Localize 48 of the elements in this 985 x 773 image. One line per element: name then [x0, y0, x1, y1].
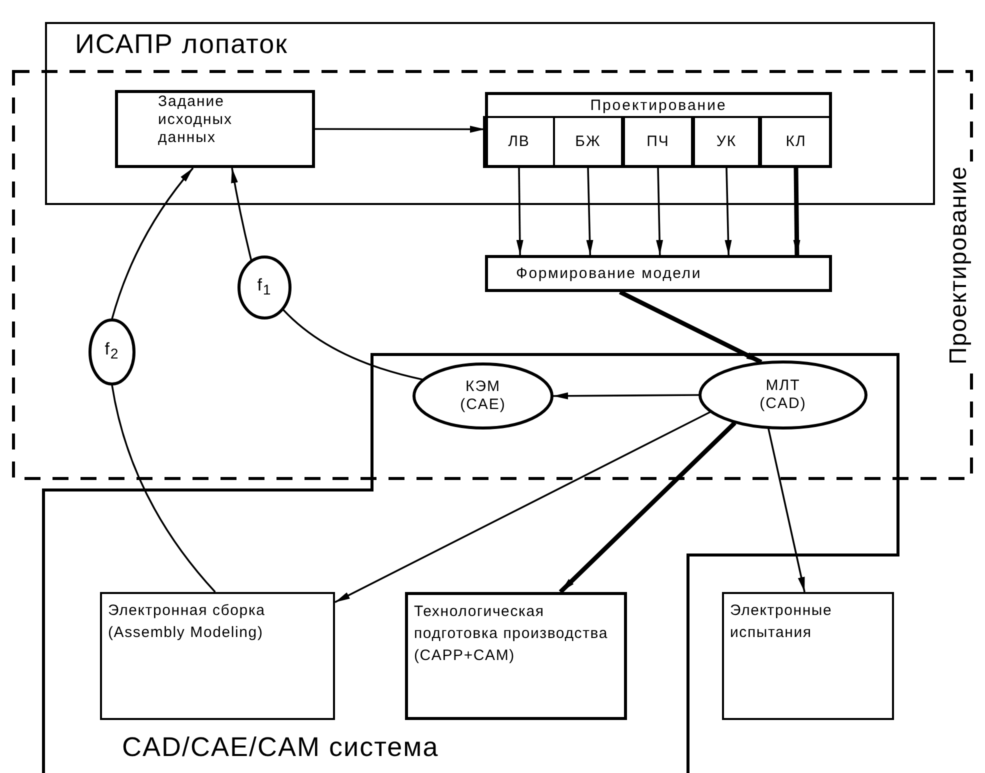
arrow — [315, 126, 485, 133]
frame-title: ИСАПР лопаток — [75, 28, 288, 60]
table-cell — [693, 116, 760, 168]
process-box — [722, 592, 894, 720]
process-box — [100, 592, 335, 720]
node-label: f$_{2}$ — [104, 340, 120, 364]
connector-line — [111, 384, 216, 593]
node-label: МЛТ (CAD) — [758, 377, 808, 413]
box-text: Электронная сборка (Assembly Modeling) — [108, 601, 266, 643]
ellipse-node — [412, 362, 554, 430]
arrow — [586, 168, 594, 256]
arrow — [656, 168, 664, 256]
table-cell — [623, 116, 693, 168]
frame-title: CAD/CAE/CAM система — [122, 731, 439, 763]
node-label: КЭМ (CAE) — [459, 378, 507, 414]
table-cell — [483, 116, 555, 168]
arrow — [793, 168, 800, 256]
box-text: Технологическая подготовка производства (CAPP+CAM) — [414, 602, 609, 666]
cell-text: УК — [715, 133, 738, 151]
table-cell — [553, 116, 623, 168]
connector-line — [282, 309, 423, 380]
header-text: Проектирование — [589, 97, 728, 115]
arrow — [768, 428, 806, 592]
ellipse-node — [698, 360, 868, 430]
box-text: Электронные испытания — [730, 601, 834, 643]
ellipse-node — [88, 318, 136, 386]
arrow — [558, 421, 736, 594]
arrow — [724, 168, 732, 256]
arrow — [111, 167, 194, 320]
table-cell — [760, 116, 832, 168]
process-box — [115, 90, 315, 168]
arrow — [231, 168, 252, 260]
arrow — [334, 411, 711, 604]
arrow — [516, 168, 524, 255]
system-frame — [45, 22, 935, 205]
ellipse-node — [237, 255, 292, 320]
cell-text: ПЧ — [646, 133, 670, 151]
process-box — [485, 255, 832, 292]
arrow — [618, 290, 762, 364]
cell-text: КЛ — [784, 133, 808, 151]
process-box — [405, 592, 627, 720]
process-box — [485, 92, 832, 168]
cell-text: ЛВ — [507, 133, 531, 151]
box-text: Задание исходных данных — [158, 93, 234, 147]
box-text: Формирование модели — [516, 265, 702, 283]
cell-text: БЖ — [574, 133, 602, 151]
node-label: f$_{1}$ — [256, 276, 273, 300]
arrow — [553, 392, 699, 400]
